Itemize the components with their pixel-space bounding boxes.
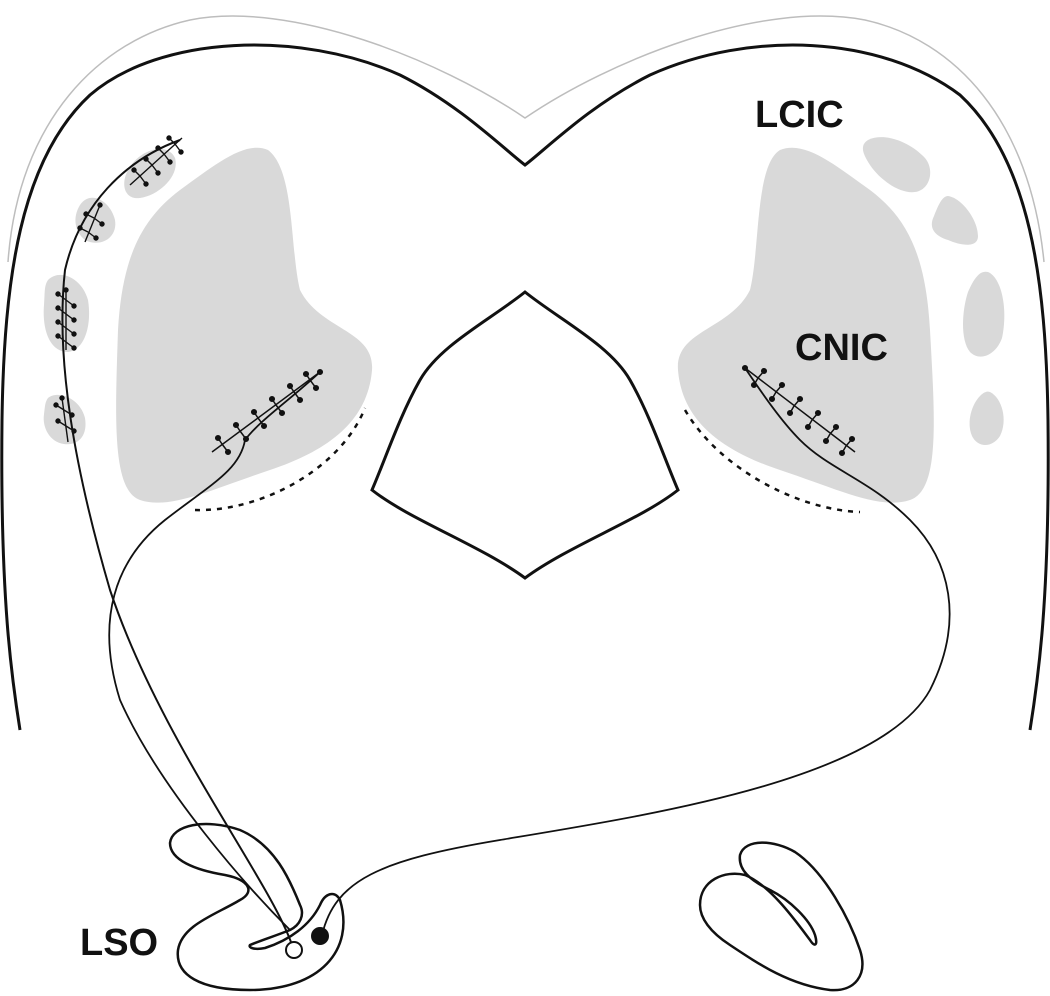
left-cnic-region bbox=[116, 147, 373, 503]
left-lcic-patch-1 bbox=[124, 148, 176, 199]
right-lcic-patch-2 bbox=[931, 196, 978, 245]
left-dotted-boundary bbox=[194, 407, 367, 512]
brain-section-outline bbox=[0, 43, 1050, 731]
ipsilateral-axon-to-cnic bbox=[108, 371, 321, 931]
right-lcic-patch-4 bbox=[969, 391, 1004, 445]
lso-label: LSO bbox=[80, 922, 158, 964]
right-cnic-terminal-arbor bbox=[741, 364, 856, 457]
lcic-terminal-clusters bbox=[53, 135, 184, 443]
right-lso-outline bbox=[698, 841, 864, 992]
right-cnic-region bbox=[677, 147, 934, 503]
left-cnic-terminal-arbor bbox=[211, 368, 324, 456]
aqueduct-outline bbox=[370, 290, 680, 580]
left-lso-outline bbox=[168, 822, 345, 992]
cnic-label: CNIC bbox=[795, 327, 888, 369]
right-lcic-patch-1 bbox=[862, 137, 931, 193]
right-lcic-patch-3 bbox=[963, 271, 1005, 357]
contralateral-cell-body bbox=[311, 927, 329, 945]
left-lcic-patch-2 bbox=[75, 197, 116, 243]
lcic-label: LCIC bbox=[755, 94, 844, 136]
ipsilateral-cell-body bbox=[285, 941, 303, 959]
right-dotted-boundary bbox=[683, 409, 861, 514]
ipsilateral-axon bbox=[61, 139, 293, 946]
contralateral-axon bbox=[321, 367, 951, 936]
outer-thin-contour bbox=[7, 15, 1045, 263]
